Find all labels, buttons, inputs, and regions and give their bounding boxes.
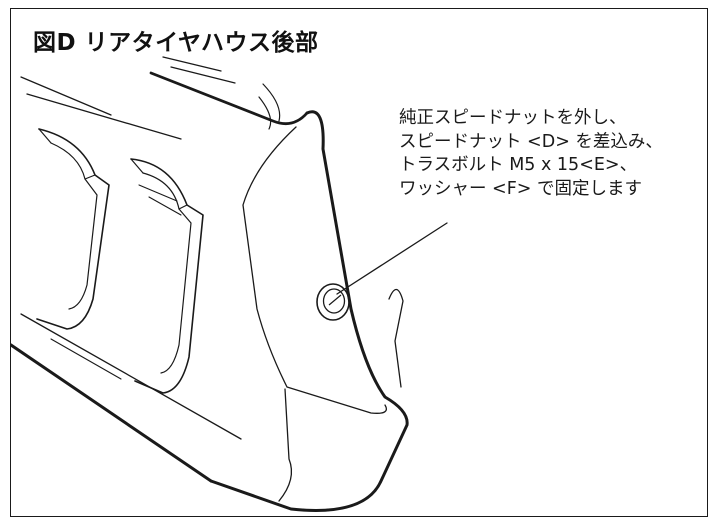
note-line: スピードナット <D> を差込み、 <box>399 131 663 152</box>
right-pocket-inner <box>142 172 192 374</box>
left-pocket-inner <box>50 142 98 310</box>
bolt-mount-icon <box>316 283 350 321</box>
right-pocket-fold <box>130 158 188 210</box>
left-pocket-outer <box>36 128 110 330</box>
detail-line-b <box>148 196 182 216</box>
panel-right-outline <box>209 110 409 512</box>
installation-note: 純正スピードナットを外し、 スピードナット <D> を差込み、 トラスボルト M… <box>399 107 663 201</box>
note-line: ワッシャー <F> で固定します <box>399 178 643 199</box>
upper-edge-line-4 <box>170 66 236 84</box>
figure-title: 図D リアタイヤハウス後部 <box>33 30 319 56</box>
side-bracket <box>388 288 404 388</box>
note-line: 純正スピードナットを外し、 <box>399 108 627 128</box>
upper-edge-line-3 <box>162 56 222 72</box>
top-ridge <box>149 71 309 126</box>
upper-edge-line-1 <box>20 76 112 116</box>
right-pocket-outer <box>130 158 204 394</box>
figure-frame: 図D リアタイヤハウス後部 <box>10 8 708 517</box>
bottom-edge-outer <box>11 343 213 483</box>
top-ridge-inner <box>258 83 281 130</box>
detail-line-c <box>50 338 122 380</box>
bottom-edge-inner <box>20 313 242 440</box>
note-line: トラスボルト M5 x 15<E>、 <box>399 155 638 175</box>
rear-tire-house-drawing <box>11 56 448 512</box>
detail-line-a <box>138 184 178 202</box>
panel-right-inner <box>242 126 388 414</box>
upper-edge-line-2 <box>26 93 182 140</box>
panel-lower-inner <box>278 388 293 502</box>
leader-line <box>336 222 448 295</box>
left-pocket-fold <box>38 128 96 180</box>
